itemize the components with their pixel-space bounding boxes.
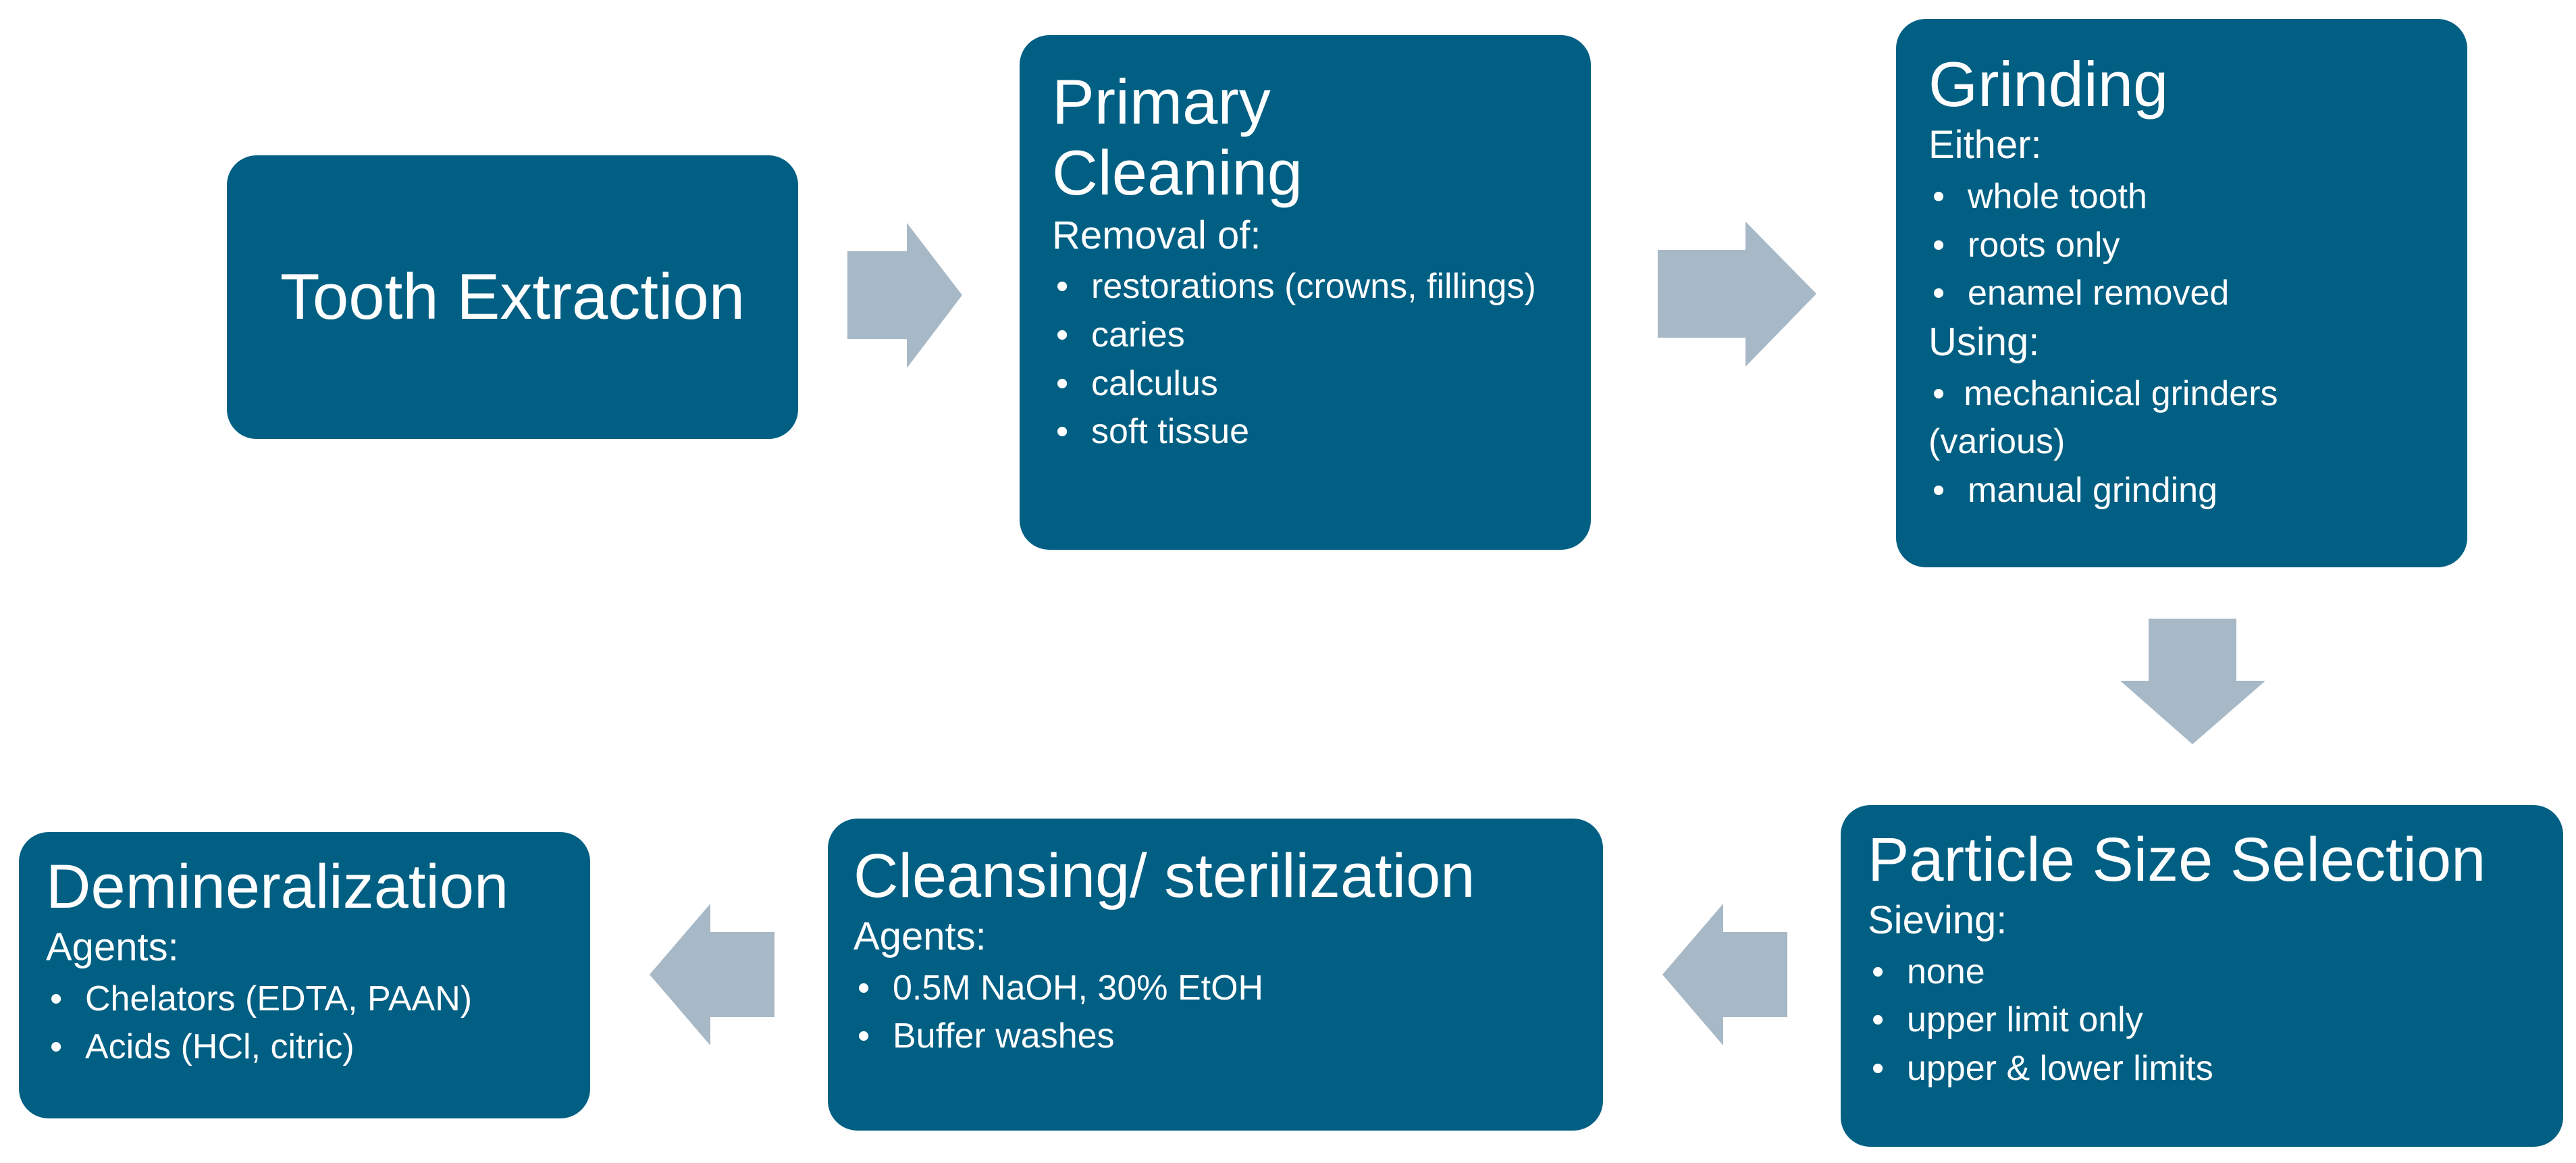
bullet-icon: • [1872,1049,1885,1089]
bullet-icon: • [1933,373,1945,413]
step-title: Particle Size Selection [1868,825,2486,894]
arrow-right-icon [1658,222,1816,367]
list-item-text: roots only [1968,225,2120,265]
step-title: Grinding [1928,49,2169,120]
step-title: Cleansing/ sterilization [853,842,1475,910]
bullet-icon: • [1933,225,1945,265]
bullet-icon: • [1933,176,1945,216]
list-item: • none [1868,948,2543,997]
step-primary-cleaning: Primary Cleaning Removal of: • restoratio… [1020,35,1591,550]
list-item: • soft tissue [1052,408,1564,457]
step-tooth-extraction: Tooth Extraction [227,155,798,439]
list-item: • upper limit only [1868,996,2543,1045]
arrow-left-icon [1662,904,1787,1045]
step-subtitle: Removal of: [1052,213,1261,257]
step-subtitle: Agents: [853,914,987,959]
step-list: • whole tooth • roots only • enamel removed [1928,173,2440,318]
list-item-text: upper & lower limits [1907,1049,2213,1089]
step-list: • none • upper limit only • upper & lower l… [1868,948,2543,1093]
list-item-text: Chelators (EDTA, PAAN) [85,979,473,1018]
list-item-text: 0.5M NaOH, 30% EtOH [893,968,1264,1008]
list-item-text: upper limit only [1907,1000,2143,1040]
bullet-icon: • [1056,267,1069,307]
step-cleansing-sterilization: Cleansing/ sterilization Agents: • 0.5M N… [828,819,1603,1131]
step-subtitle: Agents: [46,925,179,970]
arrow-left-icon [650,904,774,1045]
bullet-icon: • [50,1027,63,1067]
list-item: • caries [1052,311,1564,360]
list-item-text: enamel removed [1968,274,2230,313]
list-item-text: soft tissue [1091,412,1250,452]
step-list: • 0.5M NaOH, 30% EtOH • Buffer washes [853,964,1583,1062]
bullet-icon: • [1933,471,1945,511]
list-item-text: whole tooth [1968,176,2147,216]
bullet-icon: • [1056,412,1069,452]
list-item: • roots only [1928,222,2440,270]
step-subtitle: Sieving: [1868,898,2007,943]
list-item-text: mechanical grinders (various) [1928,373,2278,462]
bullet-icon: • [1933,274,1945,313]
step-list: • restorations (crowns, fillings) • caries… [1052,263,1564,457]
step-title: Demineralization [46,852,509,921]
arrow-right-icon [847,223,962,368]
bullet-icon: • [1056,363,1069,403]
list-item: • whole tooth [1928,173,2440,222]
step-grinding: Grinding Either: • whole tooth • roots onl… [1896,19,2467,567]
list-item: • restorations (crowns, fillings) [1052,263,1564,311]
list-item: •mechanical grinders (various) [1928,370,2440,467]
list-item: • upper & lower limits [1868,1045,2543,1093]
list-item: • manual grinding [1928,467,2440,515]
step-particle-size-selection: Particle Size Selection Sieving: • none •… [1841,805,2563,1147]
list-item: • Acids (HCl, citric) [46,1023,574,1072]
list-item-text: none [1907,952,1985,991]
bullet-icon: • [1872,952,1885,991]
arrow-down-icon [2120,619,2265,744]
bullet-icon: • [858,968,870,1008]
step-title: Cleaning [1052,137,1303,209]
list-item-text: calculus [1091,363,1218,403]
bullet-icon: • [858,1016,870,1056]
list-item-text: caries [1091,315,1185,355]
list-item: • enamel removed [1928,269,2440,318]
bullet-icon: • [1872,1000,1885,1040]
step-list: • Chelators (EDTA, PAAN) • Acids (HCl, cit… [46,975,574,1072]
list-item-text: Buffer washes [893,1016,1115,1056]
step-title: Primary [1052,66,1271,137]
step-demineralization: Demineralization Agents: • Chelators (EDT… [19,832,590,1118]
list-item: • Chelators (EDTA, PAAN) [46,975,574,1024]
list-item-text: Acids (HCl, citric) [85,1027,354,1067]
step-subtitle: Using: [1928,320,2040,365]
bullet-icon: • [1056,315,1069,355]
step-title: Tooth Extraction [280,261,745,334]
step-subtitle: Either: [1928,123,2042,167]
list-item-text: restorations (crowns, fillings) [1091,267,1536,307]
list-item: • Buffer washes [853,1012,1583,1061]
bullet-icon: • [50,979,63,1018]
list-item: • 0.5M NaOH, 30% EtOH [853,964,1583,1013]
list-item-text: manual grinding [1968,471,2218,511]
step-list: •mechanical grinders (various) •manual g… [1928,370,2440,515]
list-item: • calculus [1052,360,1564,409]
